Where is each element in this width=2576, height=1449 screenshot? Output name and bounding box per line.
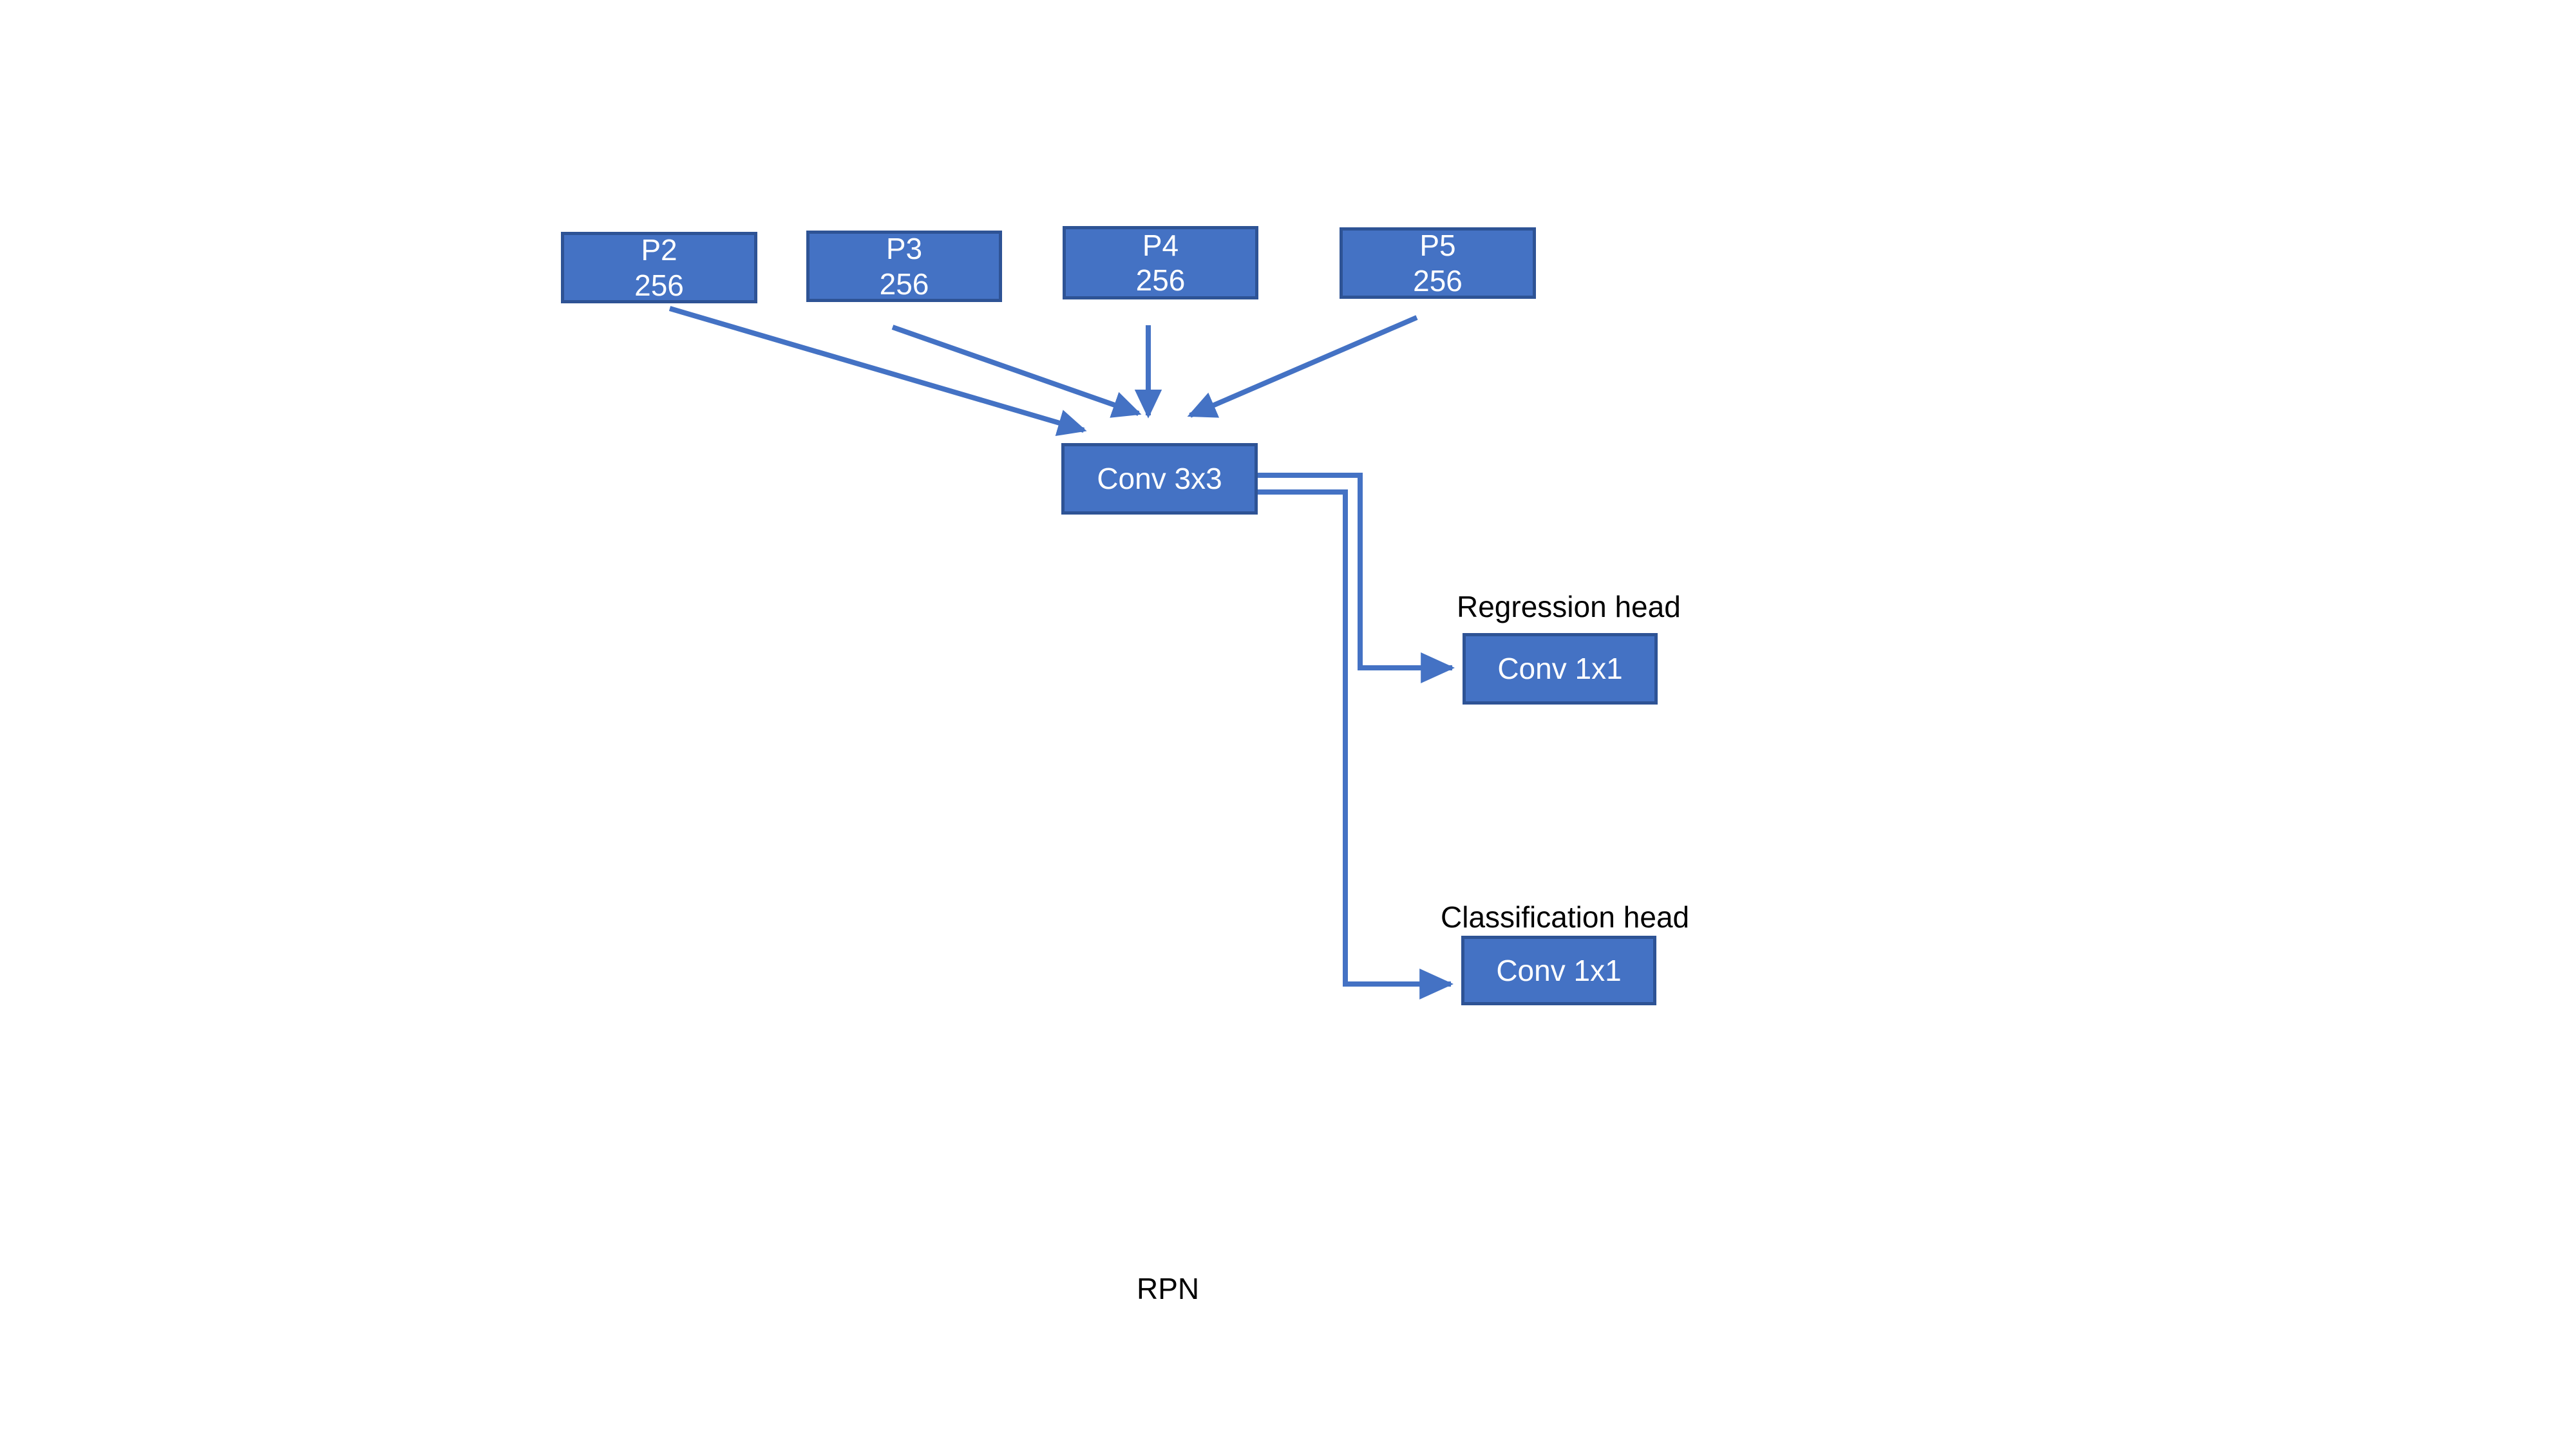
- node-regression-conv-1x1-label: Conv 1x1: [1497, 652, 1623, 686]
- node-p5-name: P5: [1419, 229, 1456, 263]
- node-p2[interactable]: P2 256: [561, 232, 757, 303]
- node-p4[interactable]: P4 256: [1063, 226, 1258, 299]
- node-p5[interactable]: P5 256: [1340, 227, 1536, 299]
- edge-p2-to-conv3x3: [668, 306, 1087, 437]
- edge-conv3x3-to-regression-head: [1257, 473, 1455, 683]
- node-p4-channels: 256: [1135, 263, 1186, 297]
- node-p3[interactable]: P3 256: [806, 231, 1002, 302]
- node-conv-3x3-label: Conv 3x3: [1097, 462, 1222, 496]
- node-p2-channels: 256: [634, 268, 684, 302]
- node-classification-conv-1x1[interactable]: Conv 1x1: [1461, 936, 1656, 1005]
- diagram-footer-label: RPN: [1137, 1272, 1200, 1305]
- node-classification-conv-1x1-label: Conv 1x1: [1496, 953, 1622, 987]
- node-p4-name: P4: [1142, 228, 1179, 262]
- edge-conv3x3-to-classification-head: [1257, 489, 1454, 999]
- node-p5-channels: 256: [1413, 263, 1463, 298]
- classification-head-title: Classification head: [1441, 900, 1690, 934]
- node-p3-name: P3: [886, 232, 923, 266]
- node-regression-conv-1x1[interactable]: Conv 1x1: [1463, 633, 1658, 705]
- edge-p3-to-conv3x3: [891, 325, 1142, 418]
- node-p3-channels: 256: [879, 267, 929, 301]
- edge-p5-to-conv3x3: [1187, 315, 1418, 418]
- node-p2-name: P2: [641, 233, 677, 267]
- regression-head-title: Regression head: [1457, 590, 1681, 623]
- node-conv-3x3[interactable]: Conv 3x3: [1061, 443, 1258, 515]
